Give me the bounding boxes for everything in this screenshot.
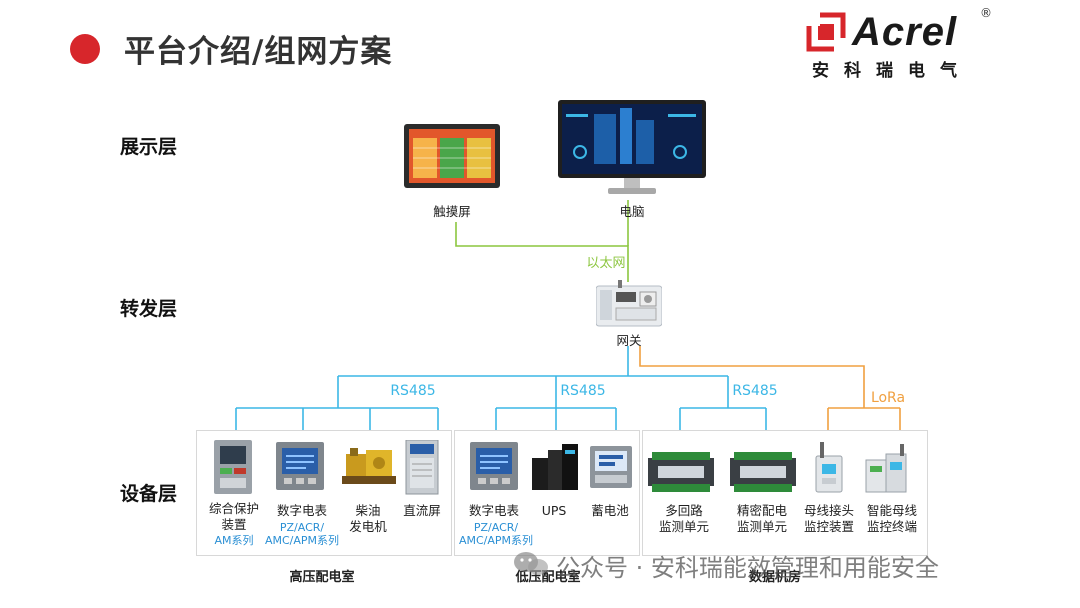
logo-chinese-name: 安科瑞电气 xyxy=(812,61,972,81)
protection-device-label-1: 综合保护 xyxy=(208,501,259,516)
lv-meter-series-1: PZ/ACR/ xyxy=(473,521,519,534)
computer-label: 电脑 xyxy=(619,204,645,219)
rs485-label-1: RS485 xyxy=(390,383,436,399)
lv-meter-label: 数字电表 xyxy=(468,503,519,518)
protection-device-icon xyxy=(214,440,252,494)
ups-icon xyxy=(532,444,578,490)
layer-label-display: 展示层 xyxy=(120,136,178,158)
dc-panel-icon xyxy=(405,440,439,495)
diesel-generator-label-1: 柴油 xyxy=(355,503,381,518)
smart-busbar-label-2: 监控终端 xyxy=(866,519,917,534)
precision-distribution-monitor-icon xyxy=(730,452,796,492)
diesel-generator-icon xyxy=(342,448,396,484)
multi-circuit-label-1: 多回路 xyxy=(665,503,703,518)
protection-device-label-2: 装置 xyxy=(221,517,247,532)
computer-monitor-icon xyxy=(558,100,706,194)
layer-label-forward: 转发层 xyxy=(120,298,178,320)
ethernet-label: 以太网 xyxy=(586,256,626,271)
acrel-logo-icon xyxy=(806,12,848,54)
watermark-text: 公众号 · 安科瑞能效管理和用能安全 xyxy=(556,554,939,582)
gateway-label: 网关 xyxy=(616,333,642,348)
battery-label: 蓄电池 xyxy=(591,503,629,518)
page-title: 平台介绍/组网方案 xyxy=(124,34,393,70)
logo-registered-mark: ® xyxy=(980,6,992,20)
rs485-label-3: RS485 xyxy=(732,383,778,399)
touchscreen-label: 触摸屏 xyxy=(433,204,471,219)
hv-meter-label: 数字电表 xyxy=(276,503,327,518)
hv-meter-series-2: AMC/APM系列 xyxy=(264,534,340,547)
low-voltage-room-label: 低压配电室 xyxy=(515,570,581,585)
title-bullet-icon xyxy=(70,34,100,64)
battery-monitor-icon xyxy=(590,446,632,488)
busbar-joint-monitor-icon xyxy=(815,442,843,493)
busbar-joint-label-1: 母线接头 xyxy=(803,503,854,518)
logo-wordmark: Acrel xyxy=(852,10,958,54)
ups-label: UPS xyxy=(541,503,567,518)
touchscreen-icon xyxy=(404,124,500,188)
protection-device-series: AM系列 xyxy=(214,534,254,547)
gateway-device-icon xyxy=(596,280,662,327)
data-center-room-label: 数据机房 xyxy=(748,570,801,585)
hv-meter-series-1: PZ/ACR/ xyxy=(279,521,325,534)
multi-circuit-label-2: 监测单元 xyxy=(658,519,709,534)
high-voltage-room-label: 高压配电室 xyxy=(289,570,355,585)
lv-meter-series-2: AMC/APM系列 xyxy=(458,534,534,547)
diesel-generator-label-2: 发电机 xyxy=(349,519,387,534)
digital-meter-icon xyxy=(276,442,324,490)
layer-label-device: 设备层 xyxy=(120,483,178,505)
precision-distribution-label-2: 监测单元 xyxy=(736,519,787,534)
wechat-icon xyxy=(514,552,548,575)
smart-busbar-label-1: 智能母线 xyxy=(866,503,917,518)
multi-circuit-monitor-icon xyxy=(648,452,714,492)
lora-label: LoRa xyxy=(870,390,906,406)
precision-distribution-label-1: 精密配电 xyxy=(736,503,787,518)
busbar-joint-label-2: 监控装置 xyxy=(803,519,854,534)
data-center-room-box xyxy=(642,430,928,556)
lv-digital-meter-icon xyxy=(470,442,518,490)
dc-panel-label: 直流屏 xyxy=(403,503,441,518)
rs485-label-2: RS485 xyxy=(560,383,606,399)
smart-busbar-terminal-icon xyxy=(865,444,907,493)
